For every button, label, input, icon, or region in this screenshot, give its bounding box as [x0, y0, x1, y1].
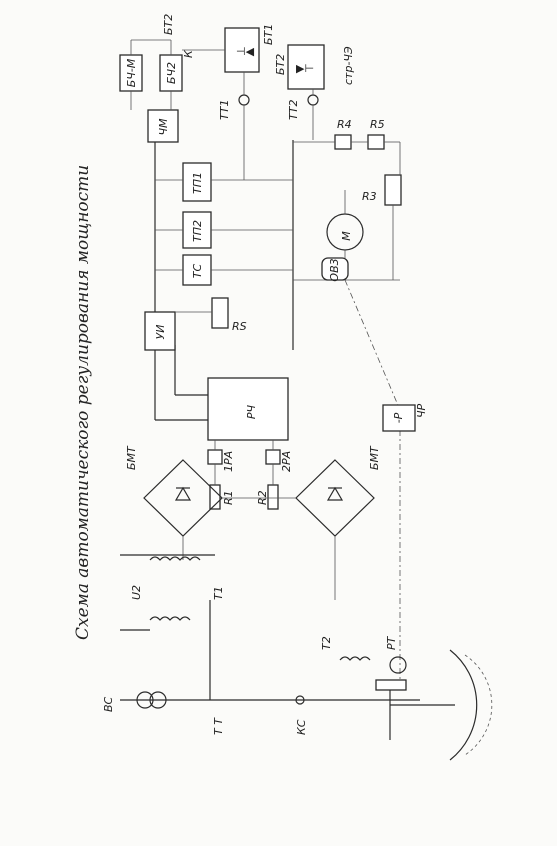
title-text: Схема автоматического регулирования мощн… — [73, 165, 93, 640]
label-t2: T2 — [320, 636, 333, 650]
label-motor: М — [340, 231, 353, 241]
winding-u2 — [149, 600, 211, 700]
switch-ks — [295, 695, 305, 705]
ct-tt1 — [238, 94, 250, 106]
label-k: К — [182, 49, 195, 58]
label-r3: R3 — [362, 190, 377, 203]
label-1pa: 1РА — [222, 451, 235, 472]
label-tt2: ТТ2 — [287, 100, 300, 120]
ct-tt2 — [307, 94, 319, 106]
resistor-rs — [211, 297, 229, 329]
transformer-vs-a — [136, 691, 154, 709]
diode-symbol-bt2: ▶⊢ — [296, 62, 314, 75]
label-chr: ЧР — [415, 403, 428, 418]
ammeter-1pa — [207, 449, 223, 465]
transformer-vs-b — [149, 691, 167, 709]
resistor-r5 — [367, 134, 385, 150]
mech-link — [344, 279, 401, 411]
label-r4: R4 — [337, 118, 352, 131]
block-p — [382, 404, 416, 432]
winding-ovb — [321, 257, 349, 281]
label-ts: ТС — [191, 263, 204, 278]
label-stp: стр-ЧЭ — [342, 46, 355, 85]
label-tt1: ТТ1 — [218, 100, 231, 120]
block-bt1 — [224, 27, 260, 73]
resistor-r3 — [384, 174, 402, 206]
label-t1: T1 — [212, 586, 225, 600]
label-bchm: БЧ-М — [125, 58, 138, 87]
label-p: -Р — [392, 412, 405, 423]
label-ks: КС — [295, 719, 308, 735]
block-bt2 — [287, 44, 325, 90]
label-2pa: 2РА — [280, 451, 293, 472]
label-pt: РТ — [385, 635, 398, 650]
generator — [389, 656, 407, 674]
block-ts — [182, 254, 212, 286]
turbine-scale — [464, 654, 493, 756]
ammeter-2pa — [265, 449, 281, 465]
label-bmt-bot: БМТ — [368, 445, 381, 470]
diagram-title: Схема автоматического регулирования мощн… — [73, 165, 93, 640]
winding-t1 — [149, 554, 215, 561]
label-tp2: ТП2 — [191, 220, 204, 242]
turbine-arc — [449, 649, 478, 761]
label-vs: ВС — [102, 696, 115, 712]
diode-symbol-bt1: ⊣◀ — [236, 45, 255, 58]
coupling — [375, 679, 407, 691]
block-rch — [207, 377, 289, 441]
label-bt2-top: БТ2 — [162, 14, 175, 35]
label-bch2: БЧ2 — [165, 62, 178, 84]
label-ovb: ОВ3 — [328, 258, 341, 281]
label-r5: R5 — [370, 118, 385, 131]
label-chm: ЧМ — [157, 118, 170, 136]
label-ui: УИ — [154, 325, 167, 340]
label-bt1: БТ1 — [262, 24, 275, 45]
bridge-bmt-bottom — [295, 459, 375, 537]
label-rs: RS — [232, 320, 247, 333]
label-tt: Т Т — [212, 717, 225, 735]
block-chm — [147, 109, 179, 143]
label-bt2: БТ2 — [274, 54, 287, 75]
resistor-r2 — [267, 484, 279, 510]
block-tp1 — [182, 162, 212, 202]
label-u2: U2 — [130, 585, 143, 600]
winding-t2 — [339, 656, 371, 661]
block-ui — [144, 311, 176, 351]
label-tp1: ТП1 — [191, 172, 204, 194]
label-bmt-top: БМТ — [125, 445, 138, 470]
resistor-r4 — [334, 134, 352, 150]
label-rch: РЧ — [245, 404, 258, 419]
